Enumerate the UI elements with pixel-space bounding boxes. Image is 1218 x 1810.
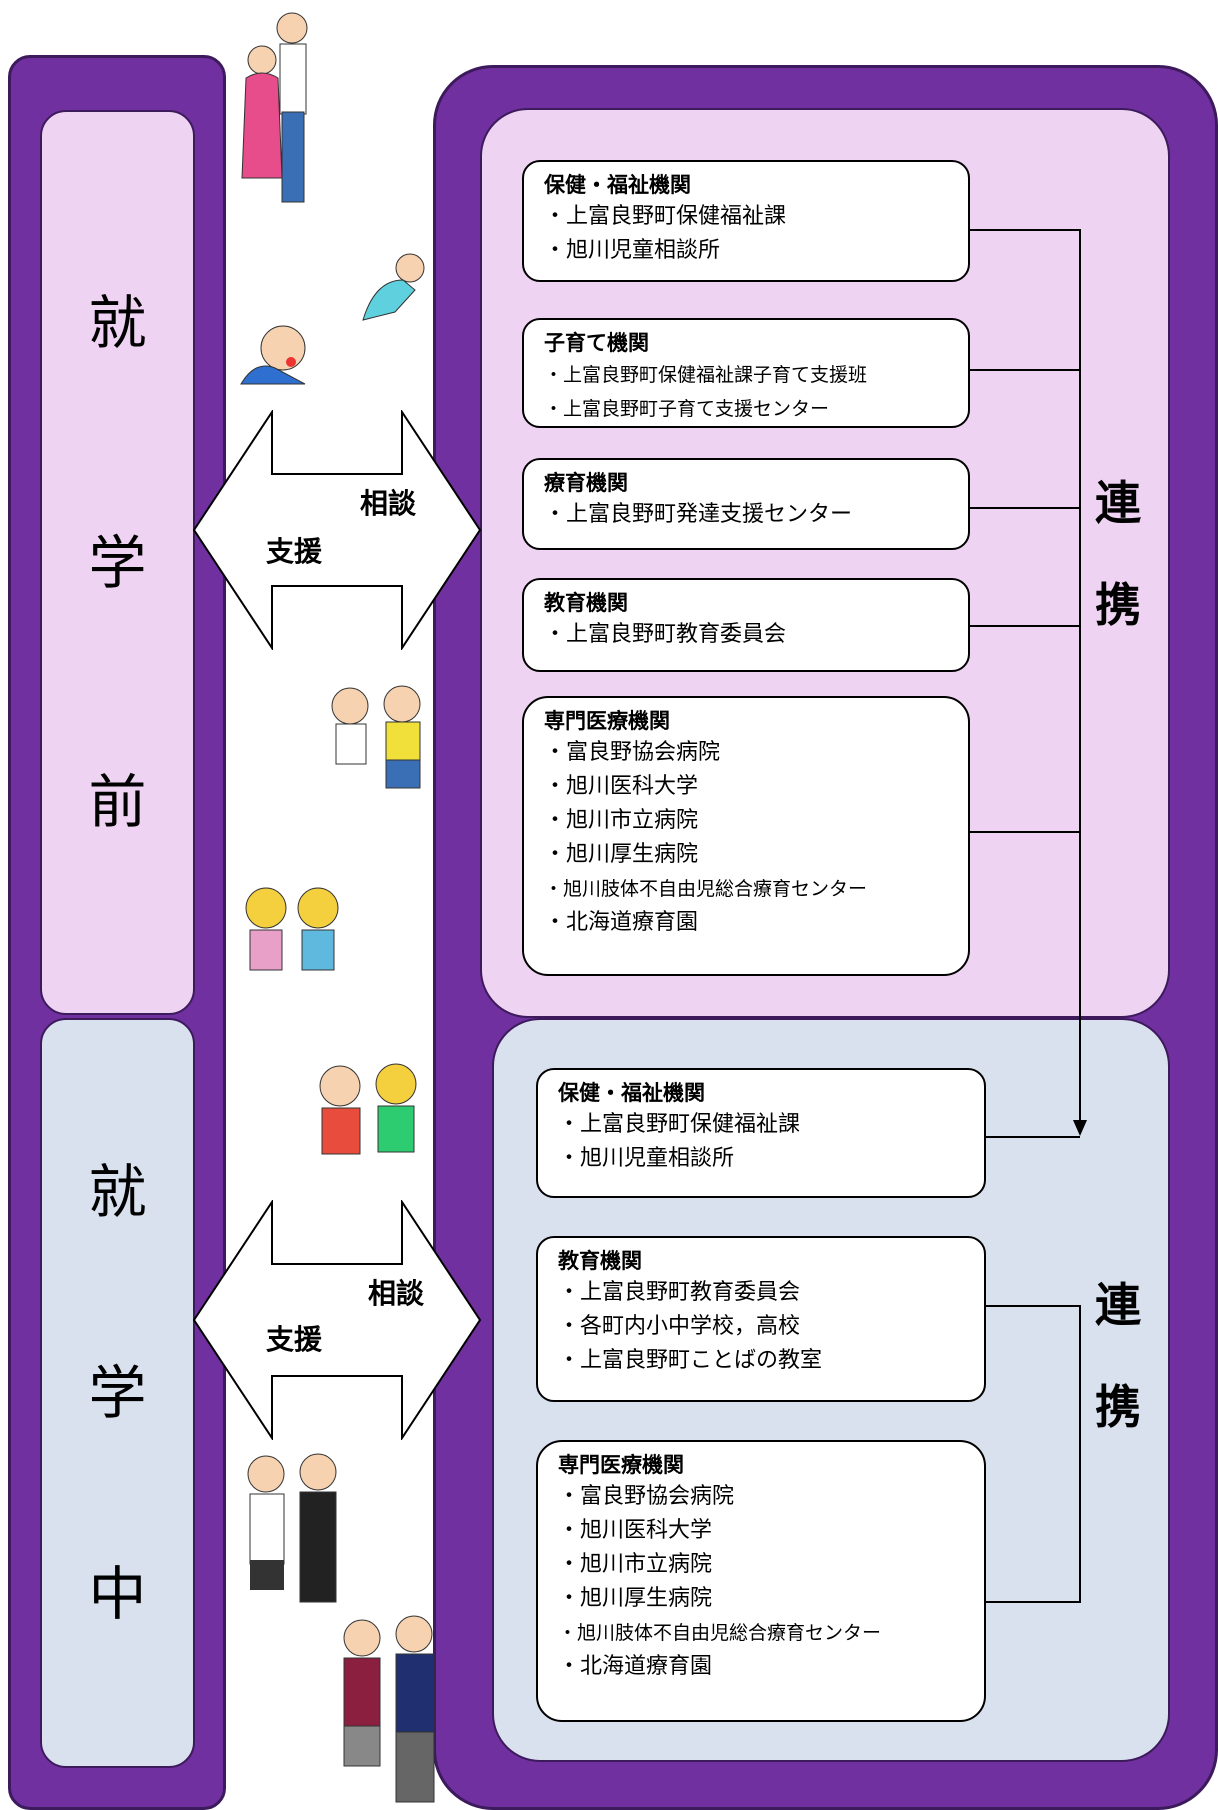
stage-school-char-1: 就 xyxy=(88,1158,147,1226)
link-label-school-2: 携 xyxy=(1095,1380,1141,1434)
org-item: ・上富良野町保健福祉課 xyxy=(544,204,787,229)
support-label-pre: 支援 xyxy=(266,535,323,568)
org-item: ・旭川児童相談所 xyxy=(544,238,721,263)
stage-school: 就 学 中 xyxy=(40,1018,195,1768)
school-org-health-welfare: 保健・福祉機関 ・上富良野町保健福祉課 ・旭川児童相談所 xyxy=(536,1068,986,1198)
stage-preschool-char-1: 就 xyxy=(88,288,147,357)
consult-support-arrow-school xyxy=(192,1200,482,1440)
link-label-pre-1: 連 xyxy=(1095,476,1141,530)
pre-org-medical: 専門医療機関 ・富良野協会病院 ・旭川医科大学 ・旭川市立病院 ・旭川厚生病院 … xyxy=(522,696,970,976)
stage-preschool-char-2: 学 xyxy=(88,528,147,597)
connector-arrowhead xyxy=(1073,1120,1087,1136)
org-name: 子育て機関 xyxy=(544,331,649,355)
org-item: ・上富良野町ことばの教室 xyxy=(558,1348,823,1373)
org-item: ・上富良野町発達支援センター xyxy=(544,502,853,527)
baby-illustration xyxy=(362,253,425,321)
stage-school-char-2: 学 xyxy=(88,1359,147,1427)
org-item: ・富良野協会病院 xyxy=(558,1484,735,1509)
toddler-illustration xyxy=(240,325,306,385)
org-item: ・富良野協会病院 xyxy=(544,740,721,765)
org-item: ・北海道療育園 xyxy=(544,910,699,935)
org-item: ・旭川医科大学 xyxy=(544,774,699,799)
support-label-school: 支援 xyxy=(266,1323,323,1356)
school-org-medical: 専門医療機関 ・富良野協会病院 ・旭川医科大学 ・旭川市立病院 ・旭川厚生病院 … xyxy=(536,1440,986,1722)
org-item: ・旭川医科大学 xyxy=(558,1518,713,1543)
org-name: 専門医療機関 xyxy=(544,709,670,733)
org-item: ・上富良野町教育委員会 xyxy=(544,622,787,647)
org-name: 保健・福祉機関 xyxy=(558,1081,705,1105)
org-name: 保健・福祉機関 xyxy=(544,173,691,197)
stage-school-char-3: 中 xyxy=(88,1560,147,1628)
org-item: ・旭川市立病院 xyxy=(558,1552,713,1577)
kindergarteners-illustration xyxy=(245,887,339,971)
org-item: ・上富良野町子育て支援センター xyxy=(544,398,830,420)
org-item: ・旭川肢体不自由児総合療育センター xyxy=(558,1622,882,1644)
org-item: ・上富良野町保健福祉課 xyxy=(558,1112,801,1137)
link-label-pre-2: 携 xyxy=(1095,578,1141,632)
org-item: ・旭川肢体不自由児総合療育センター xyxy=(544,878,868,900)
connector-pre-health xyxy=(968,229,1081,1130)
parents-illustration xyxy=(241,12,308,203)
link-label-school-1: 連 xyxy=(1095,1278,1141,1332)
org-item: ・旭川厚生病院 xyxy=(544,842,699,867)
stage-preschool: 就 学 前 xyxy=(40,110,195,1015)
pre-org-health-welfare: 保健・福祉機関 ・上富良野町保健福祉課 ・旭川児童相談所 xyxy=(522,160,970,282)
org-item: ・旭川市立病院 xyxy=(544,808,699,833)
school-org-education: 教育機関 ・上富良野町教育委員会 ・各町内小中学校，高校 ・上富良野町ことばの教… xyxy=(536,1236,986,1402)
org-item: ・上富良野町教育委員会 xyxy=(558,1280,801,1305)
consult-label-school: 相談 xyxy=(368,1277,425,1310)
org-item: ・各町内小中学校，高校 xyxy=(558,1314,801,1339)
org-item: ・旭川児童相談所 xyxy=(558,1146,735,1171)
consult-label-pre: 相談 xyxy=(360,487,417,520)
org-item: ・上富良野町保健福祉課子育て支援班 xyxy=(544,364,868,386)
org-item: ・旭川厚生病院 xyxy=(558,1586,713,1611)
consult-support-arrow-pre xyxy=(192,410,482,650)
pre-org-education: 教育機関 ・上富良野町教育委員会 xyxy=(522,578,970,672)
org-name: 教育機関 xyxy=(544,591,628,615)
stage-preschool-char-3: 前 xyxy=(88,768,147,837)
schoolchildren-illustration xyxy=(319,1063,417,1155)
org-name: 教育機関 xyxy=(558,1249,642,1273)
org-item: ・北海道療育園 xyxy=(558,1654,713,1679)
pre-org-childcare: 子育て機関 ・上富良野町保健福祉課子育て支援班 ・上富良野町子育て支援センター xyxy=(522,318,970,428)
junior-high-students-illustration xyxy=(247,1453,337,1603)
high-school-students-illustration xyxy=(343,1615,435,1803)
pre-org-therapy: 療育機関 ・上富良野町発達支援センター xyxy=(522,458,970,550)
org-name: 療育機関 xyxy=(544,471,628,495)
connector-school-education-medical xyxy=(984,1305,1081,1603)
org-name: 専門医療機関 xyxy=(558,1453,684,1477)
children-with-toy-illustration xyxy=(331,685,421,789)
